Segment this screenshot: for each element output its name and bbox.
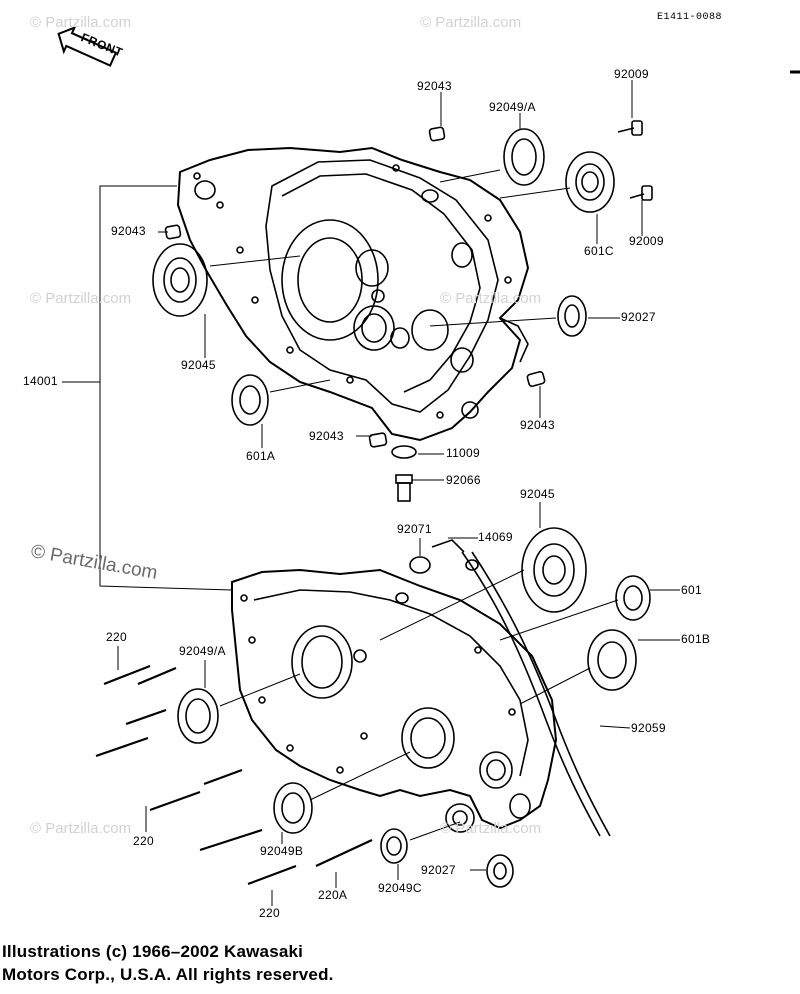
case-bolts <box>95 664 373 886</box>
part-label-14069[interactable]: 14069 <box>478 530 513 544</box>
part-label-601c[interactable]: 601C <box>584 244 614 258</box>
part-label-92045[interactable]: 92045 <box>520 487 555 501</box>
part-label-92049b[interactable]: 92049B <box>260 844 304 858</box>
part-label-92027[interactable]: 92027 <box>621 310 656 324</box>
part-label-92009[interactable]: 92009 <box>629 234 664 248</box>
part-label-601a[interactable]: 601A <box>246 449 276 463</box>
part-label-92043[interactable]: 92043 <box>309 429 344 443</box>
part-label-92049a[interactable]: 92049/A <box>489 100 536 114</box>
bolts-92009 <box>617 120 653 201</box>
bearing-601c <box>565 151 615 213</box>
watermark: © Partzilla.com <box>30 14 132 31</box>
part-label-220[interactable]: 220 <box>133 834 154 848</box>
part-label-220[interactable]: 220 <box>106 630 127 644</box>
drain-plug <box>391 445 417 502</box>
dowel-pins <box>164 126 546 448</box>
part-label-220a[interactable]: 220A <box>318 888 348 902</box>
seal-92027-right <box>557 295 587 337</box>
seal-92027-bottom <box>486 854 514 888</box>
watermark: © Partzilla.com <box>440 290 542 307</box>
breather-hose <box>409 539 611 837</box>
leader-lines <box>62 80 680 906</box>
bearing-92045-right <box>521 527 587 613</box>
bearing-601b <box>587 629 637 691</box>
part-label-14001[interactable]: 14001 <box>23 374 58 388</box>
part-label-601b[interactable]: 601B <box>681 632 711 646</box>
part-label-92066[interactable]: 92066 <box>446 473 481 487</box>
watermark: © Partzilla.com <box>30 820 132 837</box>
part-label-92049c[interactable]: 92049C <box>378 881 422 895</box>
bearing-92045-left <box>152 243 208 317</box>
lower-crankcase <box>231 568 558 833</box>
copyright-line-2: Motors Corp., U.S.A. All rights reserved… <box>2 965 334 984</box>
part-label-92049a[interactable]: 92049/A <box>179 644 226 658</box>
bearing-601a <box>231 374 269 426</box>
watermark: © Partzilla.com <box>440 820 542 837</box>
bearing-601 <box>615 575 651 621</box>
part-label-92059[interactable]: 92059 <box>631 721 666 735</box>
part-label-601[interactable]: 601 <box>681 583 702 597</box>
part-label-92043[interactable]: 92043 <box>520 418 555 432</box>
part-label-92045[interactable]: 92045 <box>181 358 216 372</box>
part-label-92009[interactable]: 92009 <box>614 67 649 81</box>
oil-seal-92049b <box>273 782 313 834</box>
oil-seal-92049a-top <box>503 128 545 186</box>
oil-seal-92049a-lower <box>177 688 219 744</box>
part-label-92027[interactable]: 92027 <box>421 863 456 877</box>
upper-crankcase <box>176 146 530 442</box>
part-label-92043[interactable]: 92043 <box>111 224 146 238</box>
part-label-92043[interactable]: 92043 <box>417 79 452 93</box>
front-arrow-icon <box>57 25 118 67</box>
copyright-line-1: Illustrations (c) 1966–2002 Kawasaki <box>2 942 304 961</box>
part-label-11009[interactable]: 11009 <box>446 446 480 460</box>
part-label-92071[interactable]: 92071 <box>397 522 432 536</box>
watermark: © Partzilla.com <box>420 14 522 31</box>
oil-seal-92049c <box>380 828 408 864</box>
watermark: © Partzilla.com <box>30 290 132 307</box>
part-label-220[interactable]: 220 <box>259 906 280 920</box>
diagram-code: E1411-0088 <box>657 12 723 23</box>
